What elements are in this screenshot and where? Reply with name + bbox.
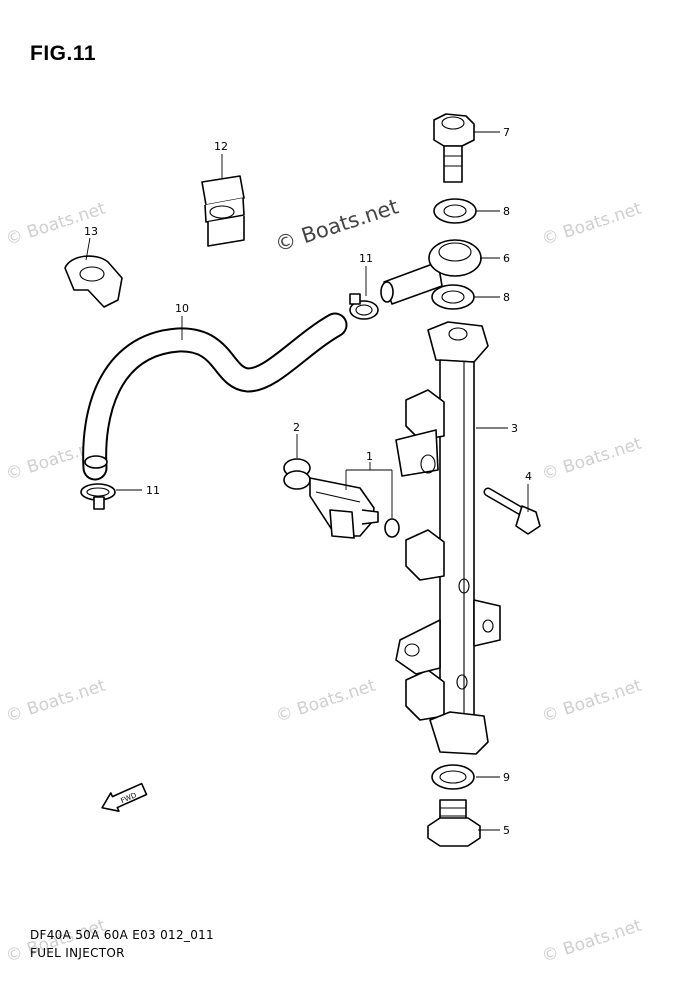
banjo-bolt [433, 113, 475, 183]
callout-8: 8 [503, 205, 510, 218]
watermark-text: © Boats.net [273, 676, 378, 727]
gasket-washer [431, 284, 475, 310]
callout-12: 12 [214, 140, 228, 153]
callout-4: 4 [525, 470, 532, 483]
mounting-bolt [483, 487, 541, 535]
callout-8: 8 [503, 291, 510, 304]
callout-2: 2 [293, 421, 300, 434]
watermark-text: © Boats.net [272, 194, 401, 256]
callout-1: 1 [366, 450, 373, 463]
injector-seal [283, 458, 311, 490]
callout-11: 11 [359, 252, 373, 265]
hose-clamp [80, 483, 116, 510]
fuel-rail [395, 321, 501, 755]
callout-11: 11 [146, 484, 160, 497]
leader-lines [85, 131, 529, 831]
watermark-text: © Boats.net [539, 434, 644, 485]
plug-bolt [427, 799, 481, 847]
banjo-fitting [380, 239, 482, 305]
section-name: FUEL INJECTOR [30, 946, 125, 960]
watermark-text: © Boats.net [3, 676, 108, 727]
callout-5: 5 [503, 824, 510, 837]
model-code: DF40A 50A 60A E03 012_011 [30, 928, 214, 942]
fuel-injector [309, 477, 400, 539]
fwd-arrow: FWD [101, 782, 148, 813]
callout-6: 6 [503, 252, 510, 265]
callout-7: 7 [503, 126, 510, 139]
hose-clip [201, 175, 245, 247]
callout-13: 13 [84, 225, 98, 238]
callout-9: 9 [503, 771, 510, 784]
clamp-bracket [64, 255, 123, 308]
watermark-layer: © Boats.net © Boats.net © Boats.net © Bo… [3, 194, 644, 966]
watermark-text: © Boats.net [539, 676, 644, 727]
watermark-text: © Boats.net [539, 199, 644, 250]
callout-3: 3 [511, 422, 518, 435]
callout-10: 10 [175, 302, 189, 315]
watermark-text: © Boats.net [539, 916, 644, 967]
o-ring [431, 764, 475, 790]
hose-clamp [349, 293, 379, 320]
fuel-hose [82, 312, 348, 481]
figure-title: FIG.11 [30, 42, 97, 65]
callout-labels: 7 8 6 8 3 4 9 5 2 1 10 12 13 11 11 [84, 126, 532, 837]
gasket-washer [433, 198, 477, 224]
